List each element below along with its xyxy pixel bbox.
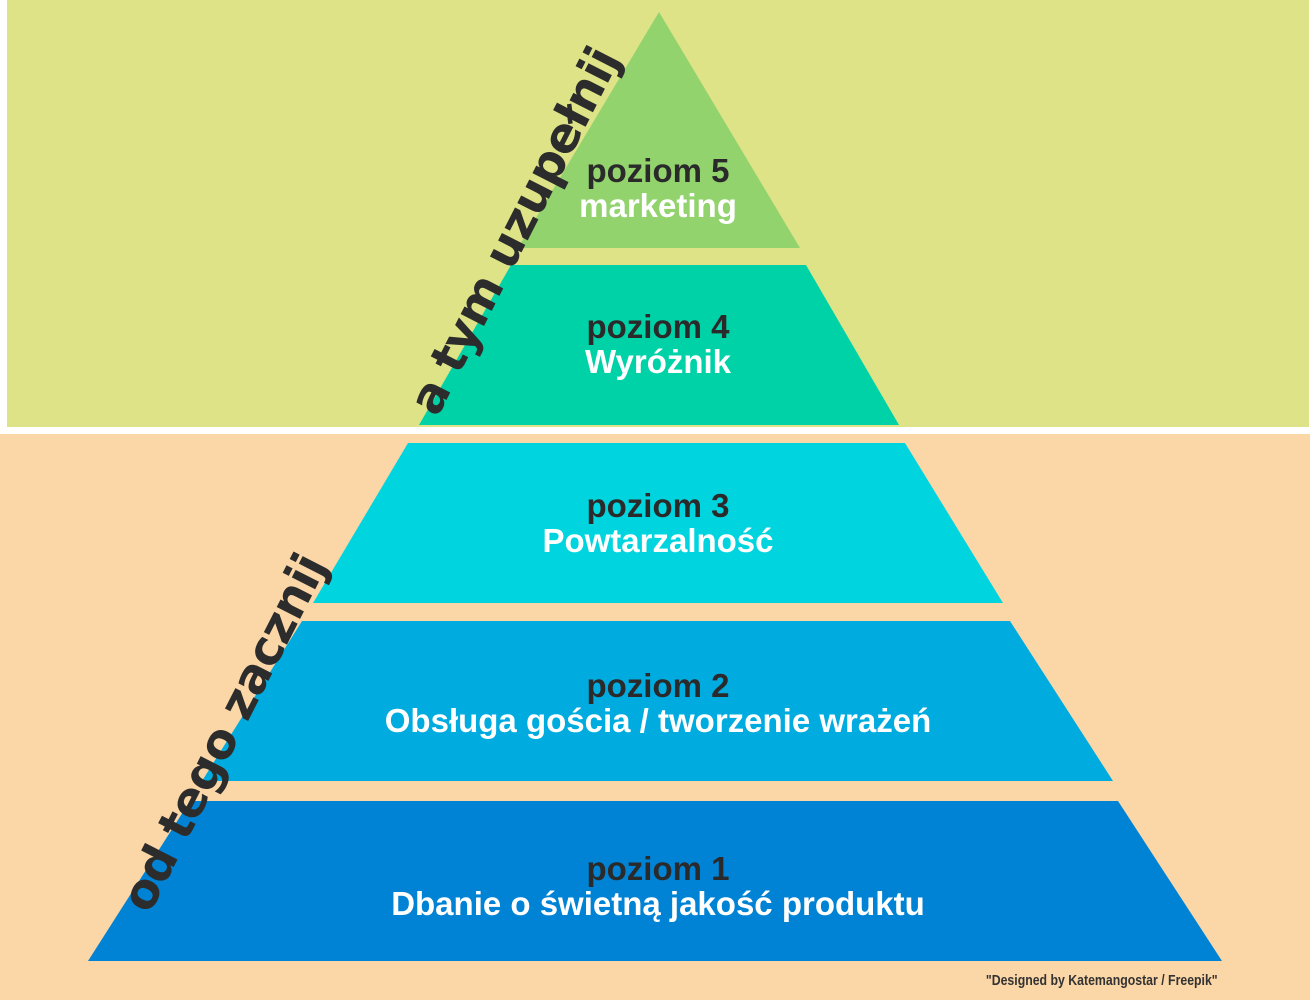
- level-2-text: poziom 2 Obsługa gościa / tworzenie wraż…: [0, 668, 1316, 738]
- pyramid-level-3: [313, 443, 1003, 603]
- level-4-text: poziom 4 Wyróżnik: [0, 309, 1316, 379]
- level-1-text: poziom 1 Dbanie o świetną jakość produkt…: [0, 851, 1316, 921]
- level-3-number: poziom 3: [586, 487, 730, 524]
- pyramid-level-4: [419, 265, 899, 425]
- pyramid-level-1: [88, 801, 1222, 961]
- level-1-number: poziom 1: [586, 850, 730, 887]
- level-5-text: poziom 5 marketing: [0, 153, 1316, 223]
- level-3-name: Powtarzalność: [542, 522, 774, 559]
- level-3-text: poziom 3 Powtarzalność: [0, 488, 1316, 558]
- credit-text: "Designed by Katemangostar / Freepik": [986, 972, 1218, 989]
- level-2-number: poziom 2: [586, 667, 730, 704]
- level-4-name: Wyróżnik: [584, 343, 732, 380]
- level-5-number: poziom 5: [586, 152, 730, 189]
- level-5-name: marketing: [579, 187, 737, 224]
- level-4-number: poziom 4: [586, 308, 730, 345]
- level-1-name: Dbanie o świetną jakość produktu: [391, 885, 925, 922]
- pyramid-level-5: [518, 12, 800, 248]
- pyramid-level-2: [202, 621, 1113, 781]
- level-2-name: Obsługa gościa / tworzenie wrażeń: [384, 702, 932, 739]
